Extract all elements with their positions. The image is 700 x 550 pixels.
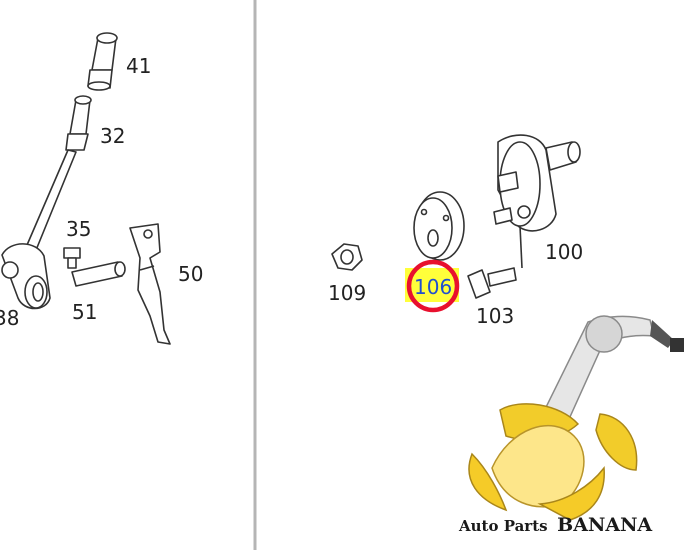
label-38[interactable]: 38	[0, 306, 19, 330]
label-50[interactable]: 50	[178, 262, 203, 286]
part-109-nut[interactable]	[331, 243, 363, 271]
highlight-ring	[406, 259, 460, 313]
label-51[interactable]: 51	[72, 300, 97, 324]
part-41-bushing[interactable]	[87, 32, 118, 91]
brand-prefix: Auto Parts	[458, 517, 548, 535]
label-41[interactable]: 41	[126, 54, 151, 78]
highlight-106[interactable]: 106	[405, 259, 460, 313]
label-103[interactable]: 103	[476, 304, 514, 328]
brand-text: Auto Parts BANANA	[458, 514, 652, 536]
part-38-shift-rod[interactable]	[1, 149, 77, 310]
brand-name: BANANA	[557, 514, 652, 536]
part-106-disc[interactable]	[413, 191, 465, 261]
label-35[interactable]: 35	[66, 217, 91, 241]
part-35-screw[interactable]	[63, 247, 81, 269]
part-103-bolt[interactable]	[467, 267, 517, 299]
banana-with-control-arm-icon	[468, 315, 684, 521]
label-109[interactable]: 109	[328, 281, 366, 305]
part-32-ball-socket[interactable]	[65, 95, 92, 151]
label-106[interactable]: 106	[414, 275, 452, 299]
part-100-housing[interactable]	[493, 134, 581, 269]
left-panel: 41 32 38 35 51	[0, 32, 203, 345]
label-32[interactable]: 32	[100, 124, 125, 148]
part-51-sleeve[interactable]	[71, 261, 126, 287]
label-100[interactable]: 100	[545, 240, 583, 264]
part-50-bracket[interactable]	[129, 223, 171, 345]
right-panel: 100 106 109 103	[328, 134, 583, 328]
